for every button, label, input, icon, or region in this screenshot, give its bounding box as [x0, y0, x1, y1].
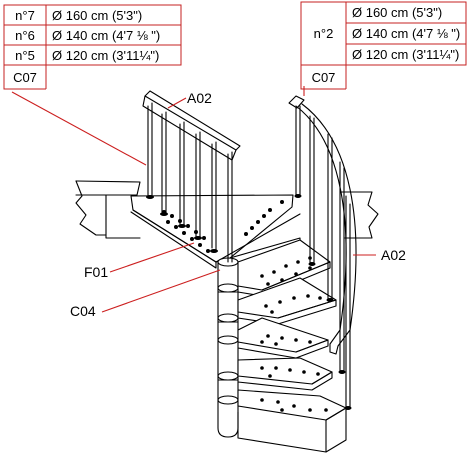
left-table-code-2: n°6: [15, 27, 35, 43]
c04-leader: [101, 269, 221, 313]
left-table-dimension-3: Ø 120 cm (3'11¼"): [52, 47, 160, 63]
left-table-dimension-1: Ø 160 cm (5'3"): [52, 7, 143, 23]
floor-slab: [75, 180, 379, 239]
callout-f01: F01: [84, 264, 109, 280]
left-table-footer-code: C07: [13, 69, 37, 85]
a02-leader-left: [167, 97, 187, 109]
right-table-dimension-2: Ø 140 cm (4'7 ⅛ "): [352, 26, 461, 41]
left-table-code-1: n°7: [15, 7, 35, 23]
leader-lines: [11, 86, 376, 313]
left-balustrade: [142, 90, 241, 263]
right-table-dimension-3: Ø 120 cm (3'11¼"): [352, 47, 460, 62]
right-table-dimension-1: Ø 160 cm (5'3"): [352, 5, 443, 20]
callout-c04: C04: [70, 303, 96, 319]
left-table-dimension-2: Ø 140 cm (4'7 ⅛ "): [52, 27, 161, 43]
f01-leader: [109, 242, 195, 273]
right-balustrade: [288, 95, 357, 410]
left-table-code-3: n°5: [15, 47, 35, 63]
central-column: [217, 257, 239, 438]
callout-a02-left: A02: [187, 90, 212, 106]
c07-leader-left: [11, 91, 147, 166]
treads: [237, 239, 347, 453]
callout-a02-right: A02: [381, 247, 406, 263]
right-table-footer-code: C07: [311, 69, 336, 85]
right-table-group-code: n°2: [313, 26, 334, 41]
table-borders: [3, 1, 467, 90]
